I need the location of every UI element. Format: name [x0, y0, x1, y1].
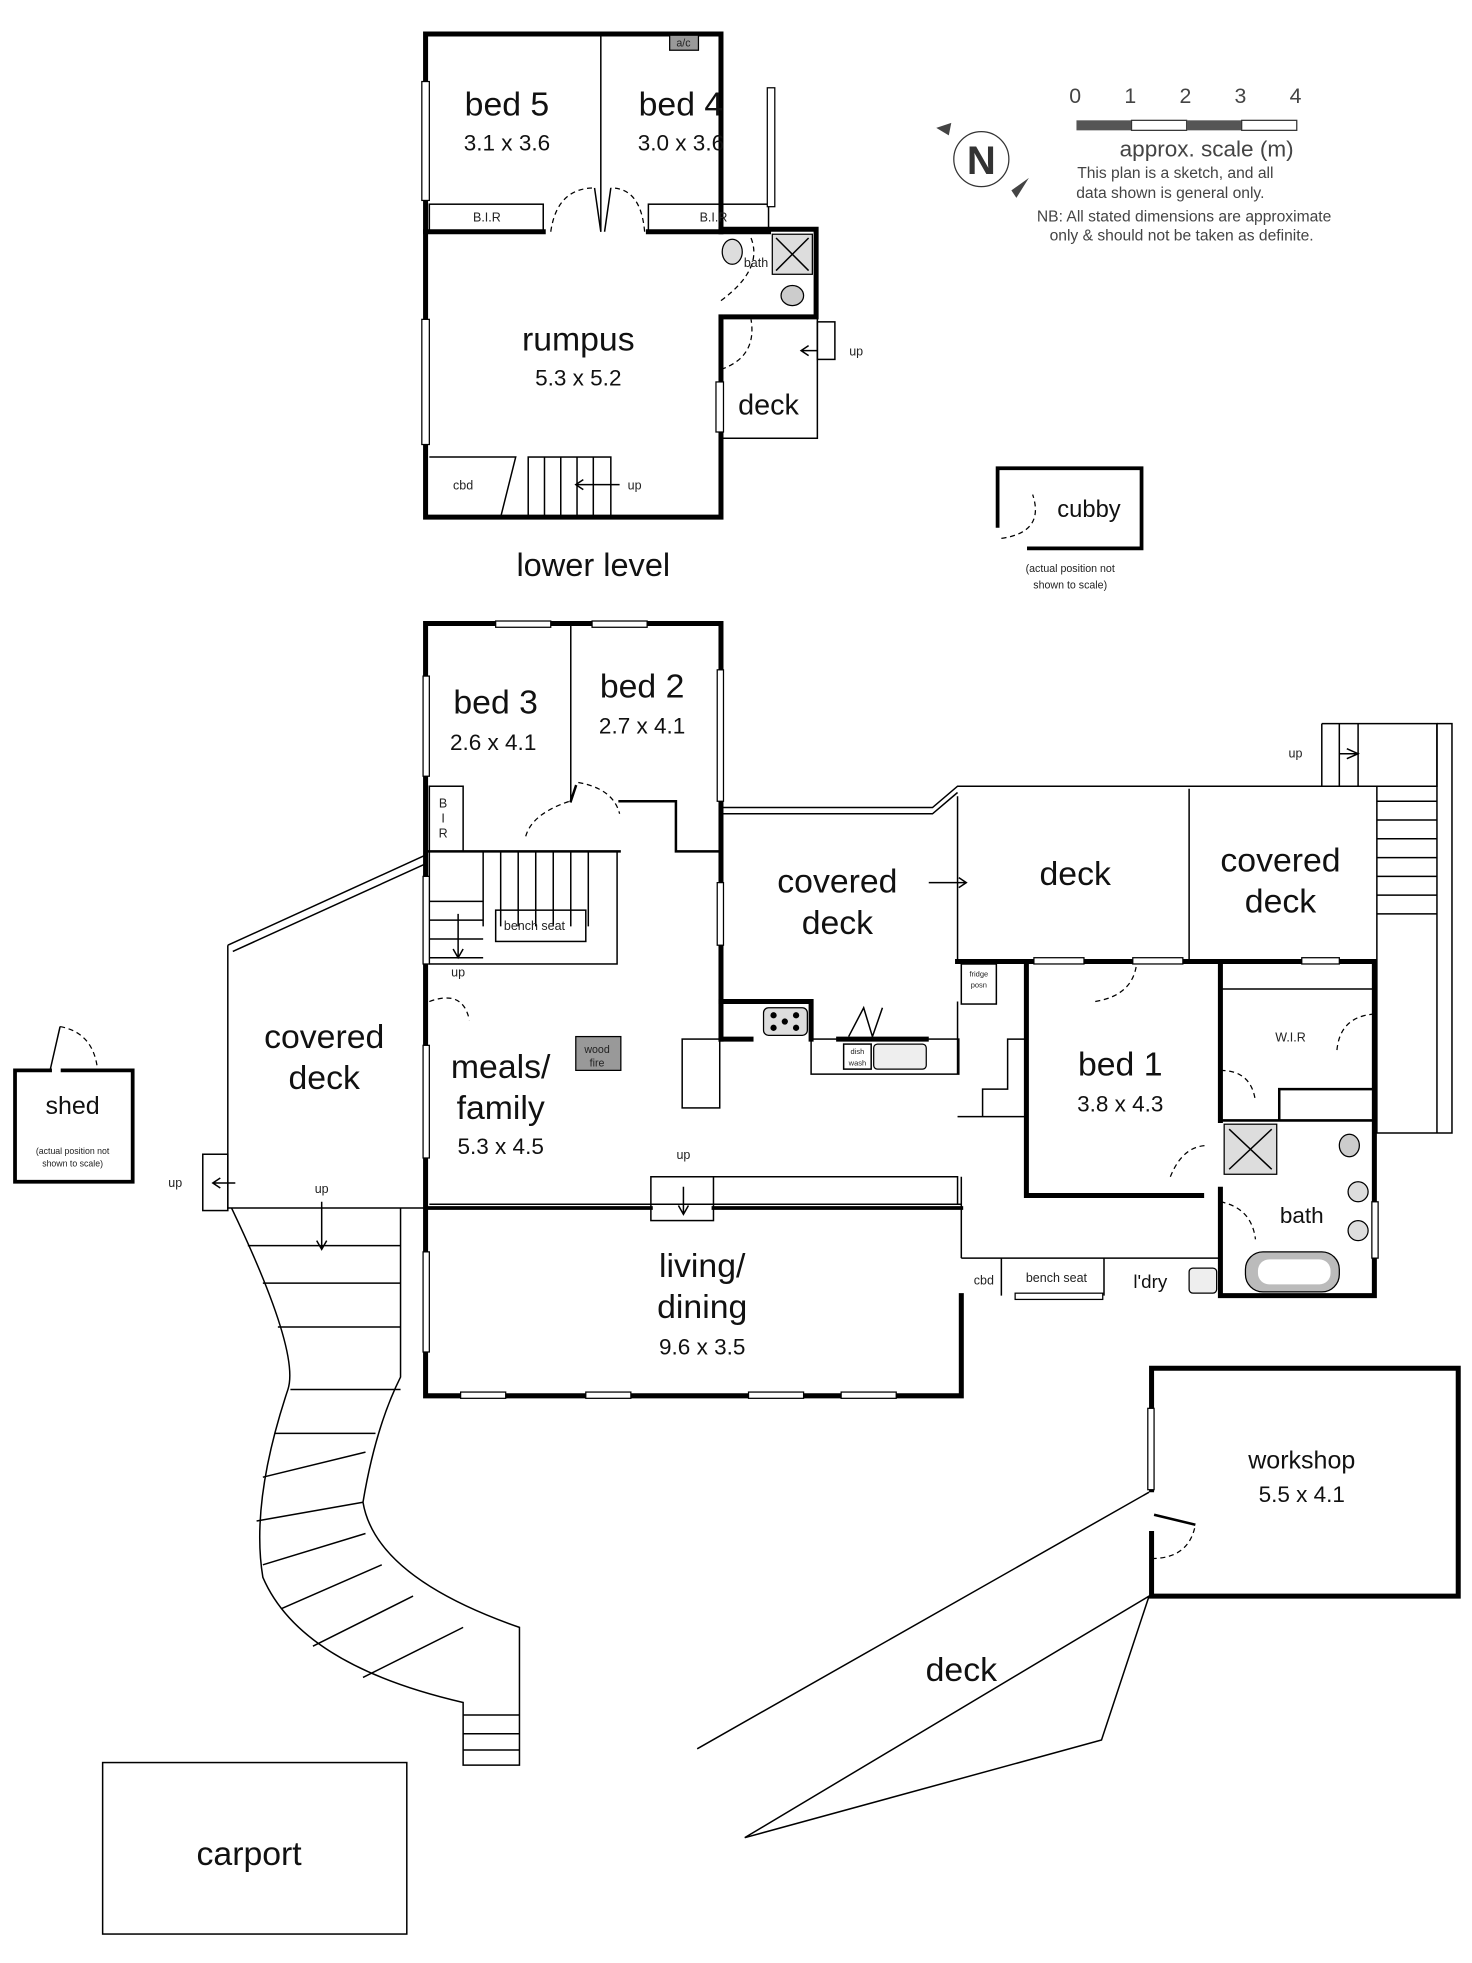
bed5-bir-label: B.I.R [473, 211, 501, 225]
scale-tick-4: 4 [1290, 84, 1302, 108]
meals-label-1: meals/ [451, 1048, 551, 1086]
living-label-1: living/ [659, 1247, 746, 1285]
disclaimer-line-2: data shown is general only. [1076, 185, 1264, 202]
bed1-dims: 3.8 x 4.3 [1077, 1092, 1163, 1117]
vanity-basin-2-icon [1347, 1219, 1369, 1242]
scale-tick-1: 1 [1124, 84, 1136, 108]
cbd-label: cbd [974, 1273, 994, 1287]
scale-tick-3: 3 [1235, 84, 1247, 108]
fridge-label-2: posn [971, 981, 987, 990]
wir-label: W.I.R [1275, 1031, 1306, 1045]
lower-stairs-up-label: up [628, 479, 642, 493]
ensuite-bath-label: bath [1280, 1203, 1324, 1228]
nb-line-2: only & should not be taken as definite. [1050, 227, 1314, 244]
vanity-basin-1-icon [1347, 1181, 1369, 1203]
dishwasher-label-1: dish [851, 1047, 865, 1056]
stairs-up-label: up [451, 965, 465, 979]
dishwasher-label-2: wash [848, 1058, 867, 1067]
lower-level-title: lower level [516, 547, 670, 583]
fridge-label-1: fridge [969, 969, 988, 978]
curved-stairs-up-label: up [315, 1182, 329, 1196]
lower-bath-label: bath [744, 256, 768, 270]
wood-fire-label-2: fire [590, 1058, 605, 1070]
north-label: N [967, 139, 996, 183]
wood-fire-label-1: wood [583, 1044, 609, 1056]
right-stairs-up-label: up [1289, 746, 1303, 760]
living-label-2: dining [657, 1288, 747, 1326]
bed2-label: bed 2 [600, 667, 685, 705]
sink-icon [873, 1043, 927, 1070]
covered-deck-left-label-1: covered [264, 1018, 384, 1056]
scale-label: approx. scale (m) [1120, 137, 1294, 162]
meals-label-2: family [457, 1089, 545, 1127]
bed5-dims: 3.1 x 3.6 [464, 130, 550, 155]
scale-tick-0: 0 [1069, 84, 1081, 108]
lower-deck-up-label: up [849, 345, 863, 359]
bed4-bir-label: B.I.R [700, 211, 728, 225]
shed-note-1: (actual position not [36, 1146, 110, 1156]
ac-unit [669, 34, 700, 51]
wood-fire-icon [575, 1035, 622, 1071]
left-deck-up-label: up [168, 1176, 182, 1190]
rumpus-label: rumpus [522, 321, 635, 359]
shed: shed (actual position not shown to scale… [13, 1025, 135, 1184]
basin-icon [721, 238, 743, 265]
carport: carport [101, 1761, 408, 1935]
covered-deck-mid-label-2: deck [802, 904, 873, 942]
bir-letter-b: B [439, 797, 447, 811]
meals-dims: 5.3 x 4.5 [457, 1134, 543, 1159]
bed4-label: bed 4 [639, 85, 724, 123]
shed-note-2: shown to scale) [42, 1159, 103, 1169]
living-up-label: up [676, 1148, 690, 1162]
cubby: cubby (actual position not shown to scal… [995, 466, 1144, 591]
laundry-label: l'dry [1133, 1271, 1167, 1292]
rumpus-dims: 5.3 x 5.2 [535, 366, 621, 391]
ac-label: a/c [676, 37, 691, 49]
legend: N 0 1 2 3 4 approx. scale (m) This plan … [936, 84, 1331, 244]
bed3-dims: 2.6 x 4.1 [450, 730, 536, 755]
cubby-note-1: (actual position not [1026, 563, 1115, 575]
covered-deck-right-label-1: covered [1220, 841, 1340, 879]
deck-mid-label: deck [1040, 855, 1111, 893]
carport-label: carport [197, 1835, 303, 1873]
compass-arrows-icon [936, 122, 1029, 198]
bench-seat-label: bench seat [504, 919, 566, 933]
disclaimer-line-1: This plan is a sketch, and all [1077, 165, 1273, 182]
deck-big-label: deck [926, 1651, 997, 1689]
workshop-label: workshop [1247, 1446, 1355, 1474]
shed-label: shed [45, 1092, 99, 1120]
bed4-dims: 3.0 x 3.6 [638, 130, 724, 155]
cubby-label: cubby [1057, 496, 1121, 523]
bed5-label: bed 5 [465, 85, 550, 123]
covered-deck-right-label-2: deck [1245, 883, 1316, 921]
ensuite-toilet-icon [1338, 1133, 1360, 1158]
main-level: B I R bench seat up dish wash fridge pos… [168, 620, 1453, 1766]
covered-deck-left-label-2: deck [289, 1059, 360, 1097]
lower-deck-label: deck [738, 389, 799, 421]
bir-letter-r: R [439, 827, 448, 841]
bed3-label: bed 3 [453, 684, 538, 722]
scale-tick-2: 2 [1179, 84, 1191, 108]
lower-cbd-label: cbd [453, 479, 473, 493]
lower-level: a/c bath up up cbd B.I.R B.I.R bed 5 3.1… [421, 31, 863, 583]
workshop-dims: 5.5 x 4.1 [1259, 1482, 1345, 1507]
toilet-icon [780, 284, 805, 307]
north-compass: N [936, 122, 1029, 198]
covered-deck-mid-label-1: covered [777, 863, 897, 901]
living-dims: 9.6 x 3.5 [659, 1335, 745, 1360]
deck-big: deck [696, 1491, 1151, 1839]
cubby-note-2: shown to scale) [1033, 579, 1107, 591]
nb-line-1: NB: All stated dimensions are approximat… [1037, 209, 1331, 226]
bench-seat-2-label: bench seat [1026, 1271, 1088, 1285]
laundry-tub-icon [1188, 1267, 1218, 1294]
scale-bar [1076, 119, 1298, 131]
bed2-dims: 2.7 x 4.1 [599, 714, 685, 739]
workshop: workshop 5.5 x 4.1 [1147, 1365, 1461, 1599]
bir-letter-i: I [441, 812, 444, 826]
bed1-label: bed 1 [1078, 1045, 1163, 1083]
